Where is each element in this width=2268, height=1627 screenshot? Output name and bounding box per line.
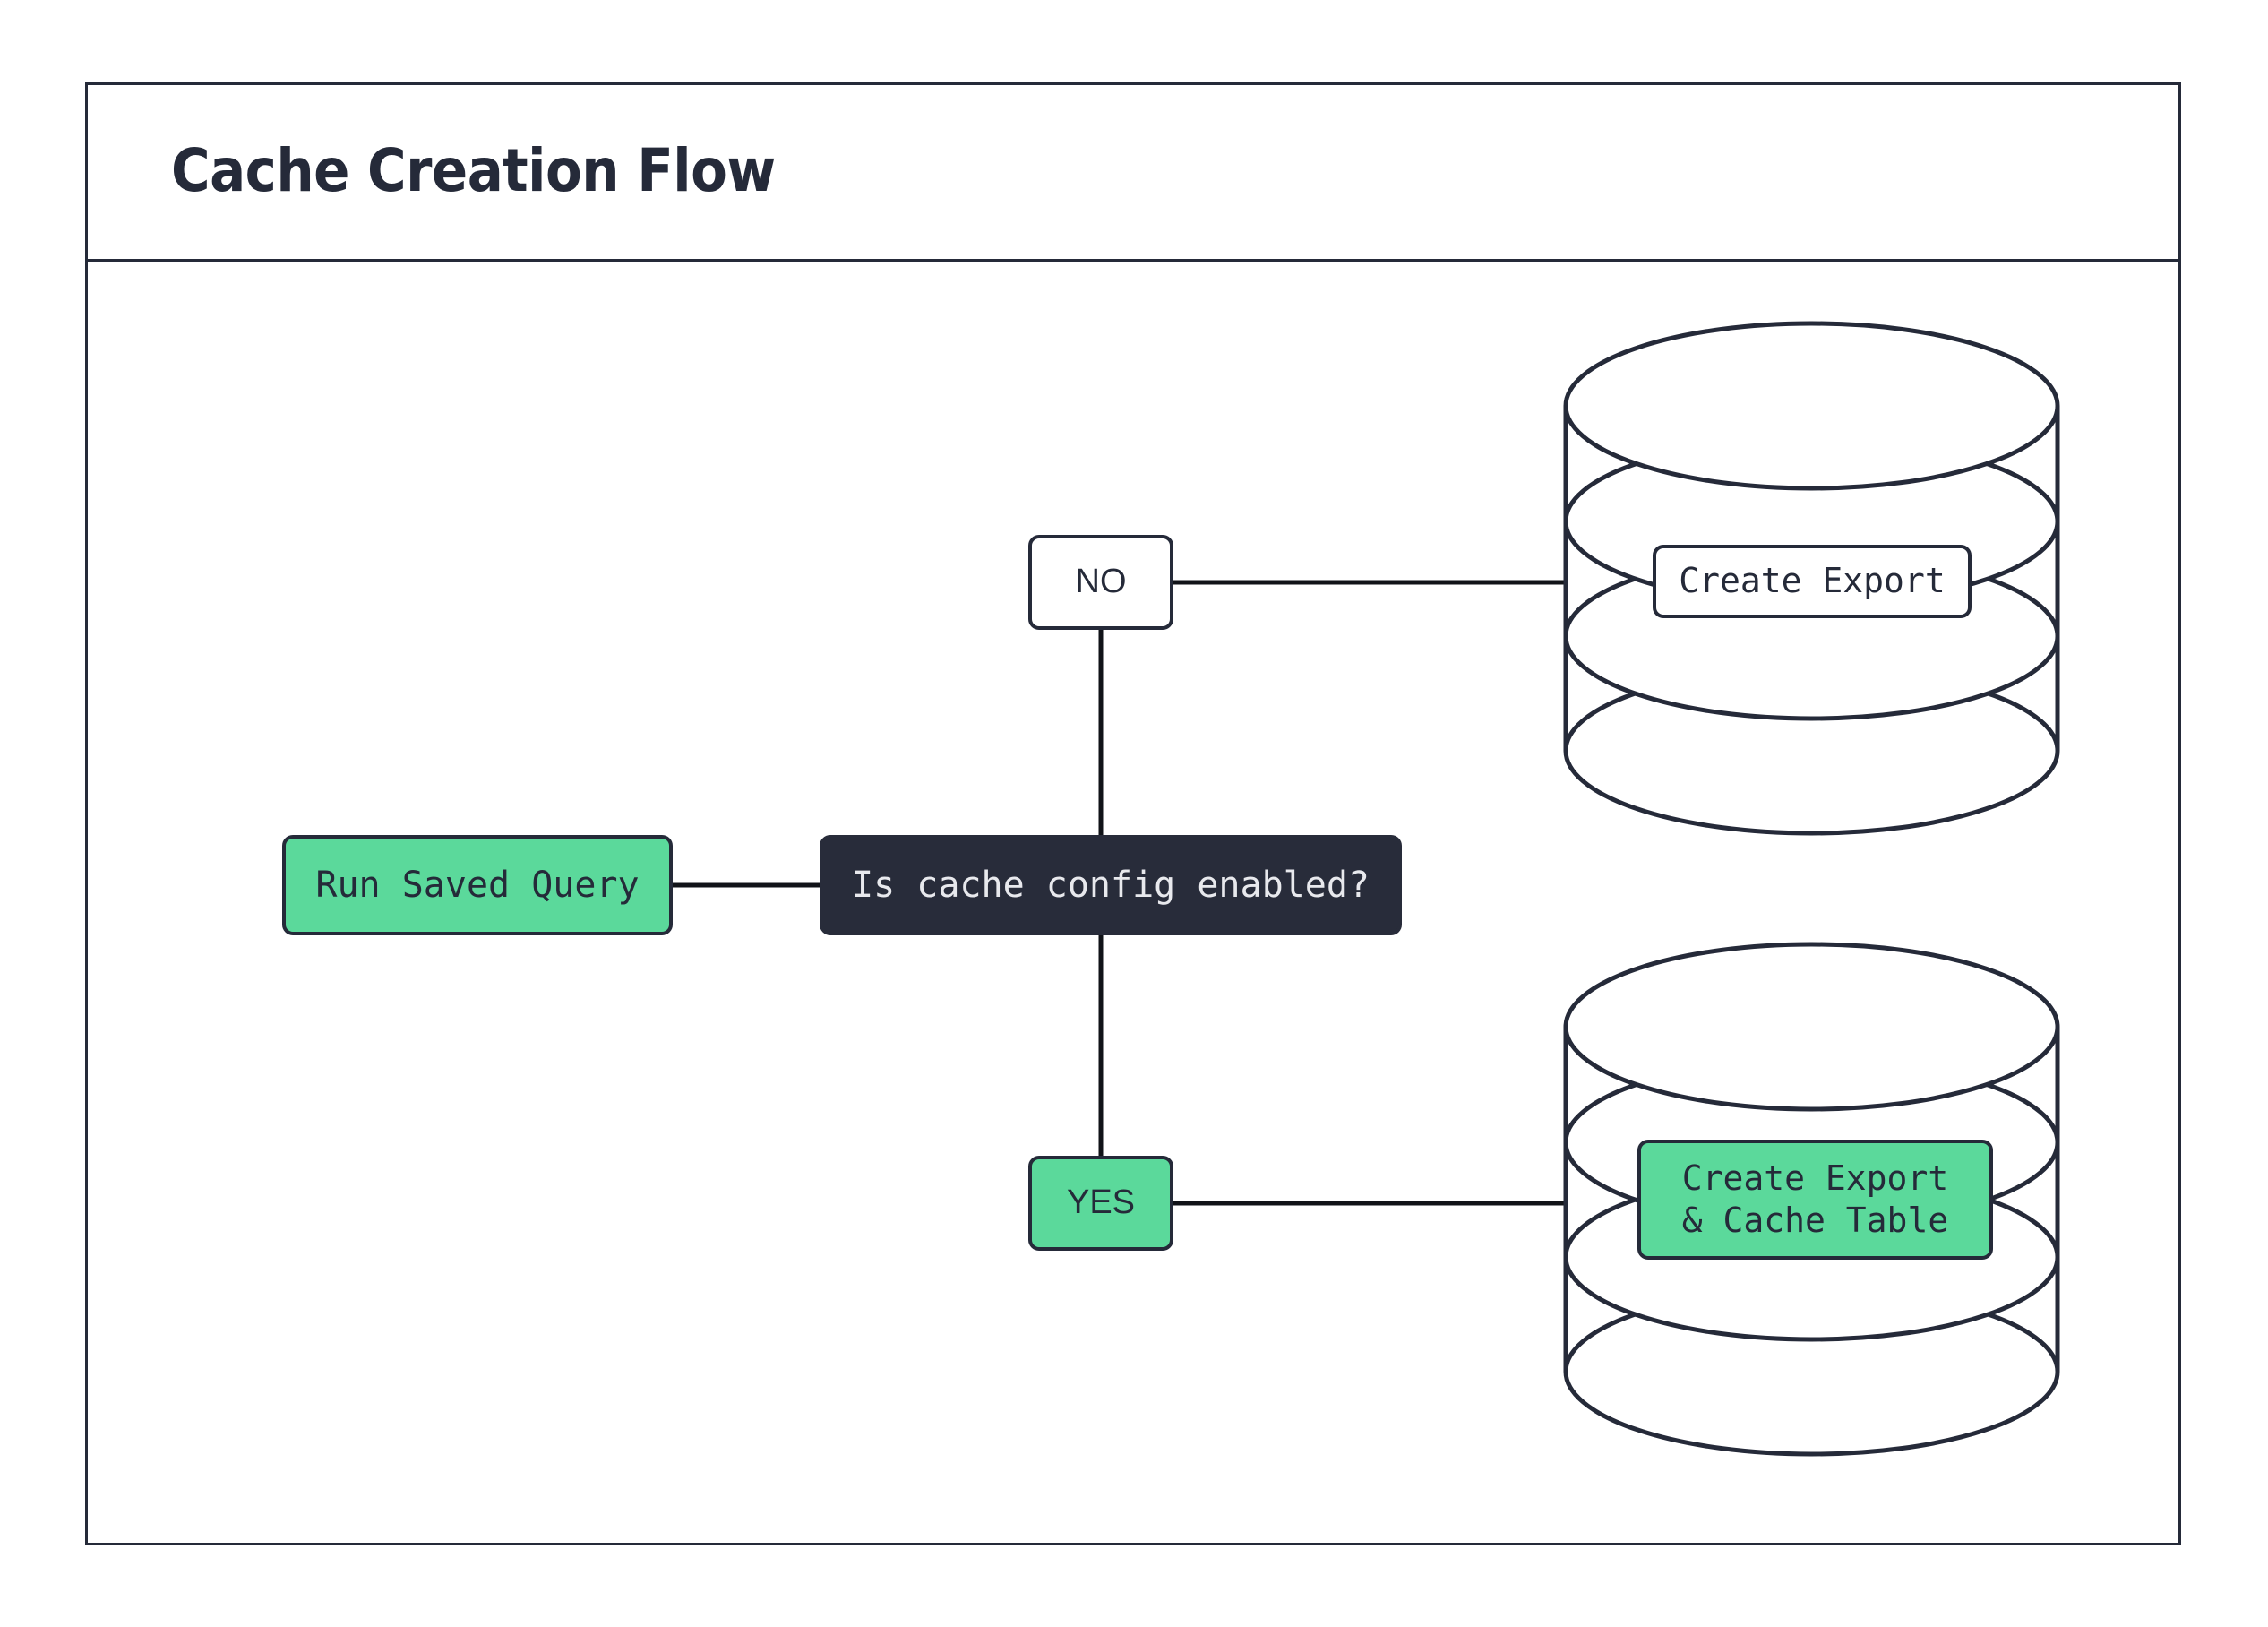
node-branch-yes[interactable]: YES xyxy=(1028,1156,1173,1251)
node-branch-no[interactable]: NO xyxy=(1028,535,1173,630)
node-decision-is-cache-config-enabled[interactable]: Is cache config enabled? xyxy=(820,835,1402,935)
page-title: Cache Creation Flow xyxy=(171,136,776,205)
node-create-export-and-cache-table[interactable]: Create Export & Cache Table xyxy=(1637,1140,1993,1260)
diagram-title-bar: Cache Creation Flow xyxy=(85,82,2181,262)
node-create-export[interactable]: Create Export xyxy=(1653,545,1972,618)
diagram-frame xyxy=(85,82,2181,1545)
node-run-saved-query[interactable]: Run Saved Query xyxy=(282,835,673,935)
